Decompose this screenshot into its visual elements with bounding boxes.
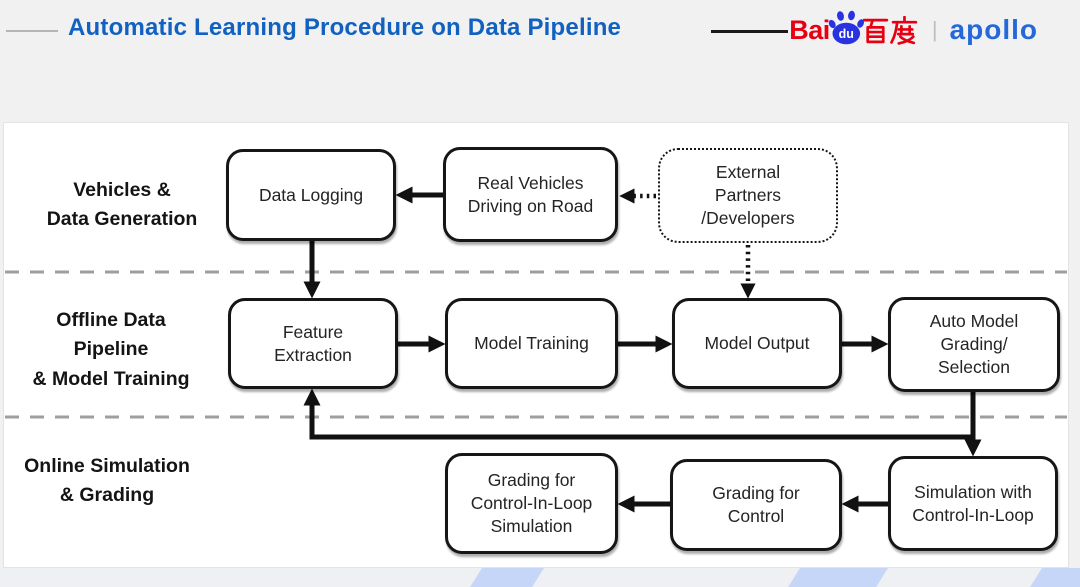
decor-shape [1030, 568, 1080, 587]
baidu-paw-icon: du [828, 10, 864, 44]
baidu-apollo-logo: Bai du | apollo [789, 10, 1038, 48]
lane-label-vehicles-data-generation: Vehicles & Data Generation [46, 179, 198, 231]
node-feature-extraction: Feature Extraction [228, 298, 398, 389]
logo-separator: | [931, 17, 938, 42]
page-title: Automatic Learning Procedure on Data Pip… [68, 14, 622, 41]
node-external-partners-developers: External Partners /Developers [658, 148, 838, 243]
baidu-logo-du-text: du [838, 27, 853, 41]
lane-label-offline-data-pipeline: Offline Data Pipeline & Model Training [32, 309, 190, 390]
node-data-logging: Data Logging [226, 149, 396, 241]
baidu-logo-bai-text: Bai [789, 14, 830, 45]
node-grading-for-cil-simulation: Grading for Control-In-Loop Simulation [445, 453, 618, 554]
decor-shape [470, 568, 544, 587]
decor-shape [788, 568, 888, 587]
node-simulation-with-cil: Simulation with Control-In-Loop [888, 456, 1058, 551]
node-real-vehicles-driving-on-road: Real Vehicles Driving on Road [443, 147, 618, 242]
apollo-logo: apollo [949, 14, 1038, 45]
node-grading-for-control: Grading for Control [670, 459, 842, 551]
title-rule-left [6, 30, 58, 32]
baidu-cn-logo [862, 15, 918, 45]
lane-label-online-simulation-grading: Online Simulation & Grading [24, 455, 190, 507]
bottom-decor-band [0, 568, 1080, 587]
node-auto-model-grading-selection: Auto Model Grading/ Selection [888, 297, 1060, 392]
node-model-output: Model Output [672, 298, 842, 389]
node-model-training: Model Training [445, 298, 618, 389]
title-rule-right [711, 30, 788, 33]
